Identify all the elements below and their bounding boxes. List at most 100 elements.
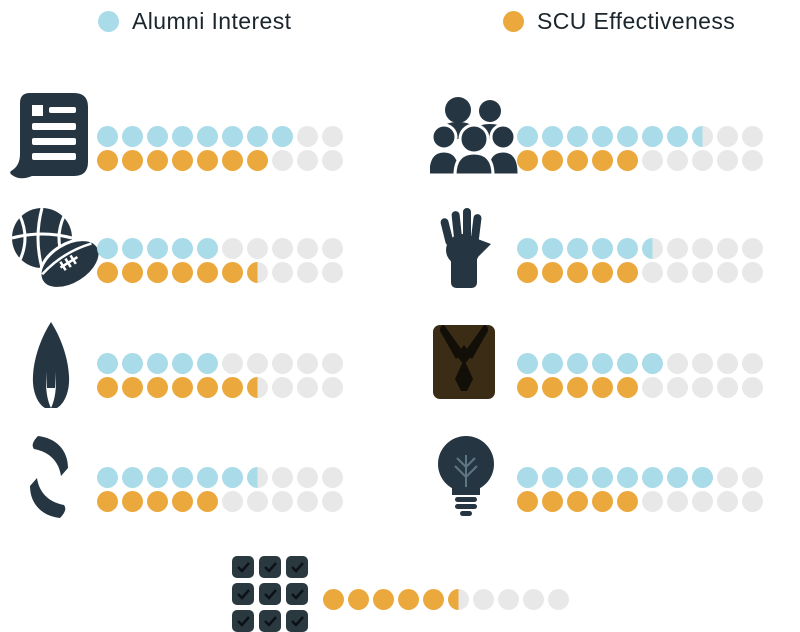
dot <box>742 377 763 398</box>
dot <box>247 126 268 147</box>
dot <box>517 353 538 374</box>
dot-matrix <box>517 353 763 401</box>
dot <box>122 467 143 488</box>
dot <box>272 353 293 374</box>
dot <box>642 467 663 488</box>
dot <box>592 150 613 171</box>
dot-row <box>517 126 763 147</box>
dot <box>542 491 563 512</box>
dot <box>517 126 538 147</box>
dot <box>642 353 663 374</box>
dot <box>567 262 588 283</box>
dot <box>172 262 193 283</box>
category-ideas <box>425 433 765 525</box>
dot <box>567 377 588 398</box>
dot <box>172 353 193 374</box>
dot <box>742 126 763 147</box>
legend-label: SCU Effectiveness <box>537 8 736 34</box>
dot <box>473 589 494 610</box>
dot <box>517 238 538 259</box>
dot <box>97 150 118 171</box>
dot-row <box>517 353 763 374</box>
dot <box>172 377 193 398</box>
dot <box>247 238 268 259</box>
giving-hands-icon <box>28 436 70 523</box>
dot <box>592 238 613 259</box>
dot-row <box>517 491 763 512</box>
dot-row <box>97 353 343 374</box>
dot <box>197 467 218 488</box>
dot-matrix <box>97 353 343 401</box>
dot-matrix <box>97 238 343 286</box>
dot <box>717 262 738 283</box>
dot-row <box>97 377 343 398</box>
dot-row <box>517 467 763 488</box>
dot <box>667 491 688 512</box>
dot <box>548 589 569 610</box>
dot <box>567 467 588 488</box>
dot <box>322 377 343 398</box>
sports-balls-icon <box>8 206 104 299</box>
dot <box>272 491 293 512</box>
dot-row <box>97 150 343 171</box>
dot <box>222 262 243 283</box>
dot <box>617 491 638 512</box>
dot <box>348 589 369 610</box>
dot <box>197 126 218 147</box>
dot <box>147 353 168 374</box>
dot <box>222 377 243 398</box>
dot <box>97 126 118 147</box>
dot <box>172 150 193 171</box>
dot <box>297 353 318 374</box>
dot-row <box>97 467 343 488</box>
dot <box>567 126 588 147</box>
dot <box>617 262 638 283</box>
dot <box>122 377 143 398</box>
dot <box>147 491 168 512</box>
dot <box>592 126 613 147</box>
dot <box>322 491 343 512</box>
legend-label: Alumni Interest <box>132 8 292 34</box>
dot <box>692 377 713 398</box>
dot <box>692 353 713 374</box>
dot <box>297 491 318 512</box>
dot <box>667 126 688 147</box>
category-community <box>425 92 765 184</box>
newsletter-icon <box>8 92 90 185</box>
dot <box>617 377 638 398</box>
dot <box>222 150 243 171</box>
dot <box>592 377 613 398</box>
dot <box>172 467 193 488</box>
dot <box>542 150 563 171</box>
dot <box>542 377 563 398</box>
dot <box>398 589 419 610</box>
dot <box>172 126 193 147</box>
dot <box>147 150 168 171</box>
dot <box>197 377 218 398</box>
praying-hands-icon <box>28 322 74 413</box>
dot <box>667 377 688 398</box>
dot <box>272 262 293 283</box>
dot <box>517 262 538 283</box>
dot <box>197 150 218 171</box>
dot-row <box>97 126 343 147</box>
dot <box>542 126 563 147</box>
dot <box>592 467 613 488</box>
dot-row <box>97 238 343 259</box>
dot <box>642 126 663 147</box>
dot <box>222 467 243 488</box>
dot <box>542 353 563 374</box>
dot <box>247 467 268 488</box>
dot <box>247 377 268 398</box>
dot <box>742 353 763 374</box>
dot-row <box>97 491 343 512</box>
dot-row <box>323 589 569 610</box>
dot <box>122 353 143 374</box>
dot <box>373 589 394 610</box>
category-newsletter <box>8 92 348 184</box>
dot <box>322 126 343 147</box>
dot <box>642 238 663 259</box>
dot <box>517 467 538 488</box>
dot <box>172 491 193 512</box>
